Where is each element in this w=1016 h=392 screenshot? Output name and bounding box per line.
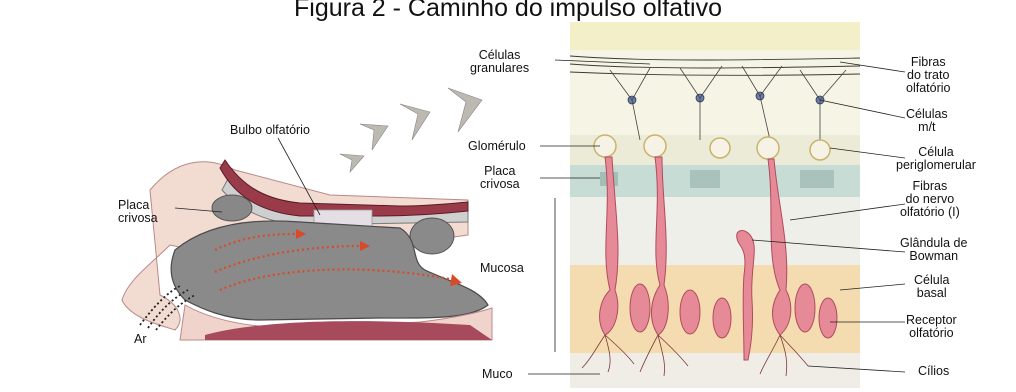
odor-chevrons xyxy=(340,88,482,172)
right-turbinate xyxy=(410,218,454,254)
label-placa-crivosa-mid-line-2: crivosa xyxy=(480,178,520,191)
label-glandula-bowman-line-2: Bowman xyxy=(900,250,967,263)
label-fibras-nervo-line-3: olfatório (I) xyxy=(900,206,960,219)
nasal-cavity-illustration xyxy=(122,138,492,340)
label-receptor-olfatorio: Receptor olfatório xyxy=(906,314,957,340)
label-placa-crivosa-mid: Placa crivosa xyxy=(480,165,520,191)
label-celula-basal-line-2: basal xyxy=(914,287,949,300)
upper-turbinate xyxy=(212,195,252,221)
label-fibras-trato-line-3: olfatório xyxy=(906,82,950,95)
label-celula-basal: Célula basal xyxy=(914,274,949,300)
label-celulas-mt: Células m/t xyxy=(906,108,948,134)
top-layer xyxy=(570,22,860,50)
label-celulas-mt-line-2: m/t xyxy=(906,121,948,134)
label-glomerulo: Glomérulo xyxy=(468,140,526,153)
label-cilios: Cílios xyxy=(918,365,949,378)
epithelium-illustration xyxy=(528,22,905,388)
label-placa-crivosa-left: Placa crivosa xyxy=(118,199,158,225)
label-celulas-granulares-line-2: granulares xyxy=(470,62,529,75)
label-fibras-nervo: Fibras do nervo olfatório (I) xyxy=(900,180,960,219)
tongue xyxy=(205,321,492,340)
label-glandula-bowman: Glândula de Bowman xyxy=(900,237,967,263)
label-mucosa: Mucosa xyxy=(480,262,524,275)
label-fibras-trato: Fibras do trato olfatório xyxy=(906,56,950,95)
label-muco: Muco xyxy=(482,368,513,381)
label-celulas-granulares: Células granulares xyxy=(470,49,529,75)
mucus-layer xyxy=(570,353,860,388)
label-receptor-olfatorio-line-2: olfatório xyxy=(906,327,957,340)
label-celula-periglomerular: Célula periglomerular xyxy=(896,146,976,172)
label-placa-crivosa-left-line-2: crivosa xyxy=(118,212,158,225)
label-celula-periglomerular-line-2: periglomerular xyxy=(896,159,976,172)
label-bulbo-olfatorio: Bulbo olfatório xyxy=(230,124,310,137)
label-ar: Ar xyxy=(134,333,147,346)
